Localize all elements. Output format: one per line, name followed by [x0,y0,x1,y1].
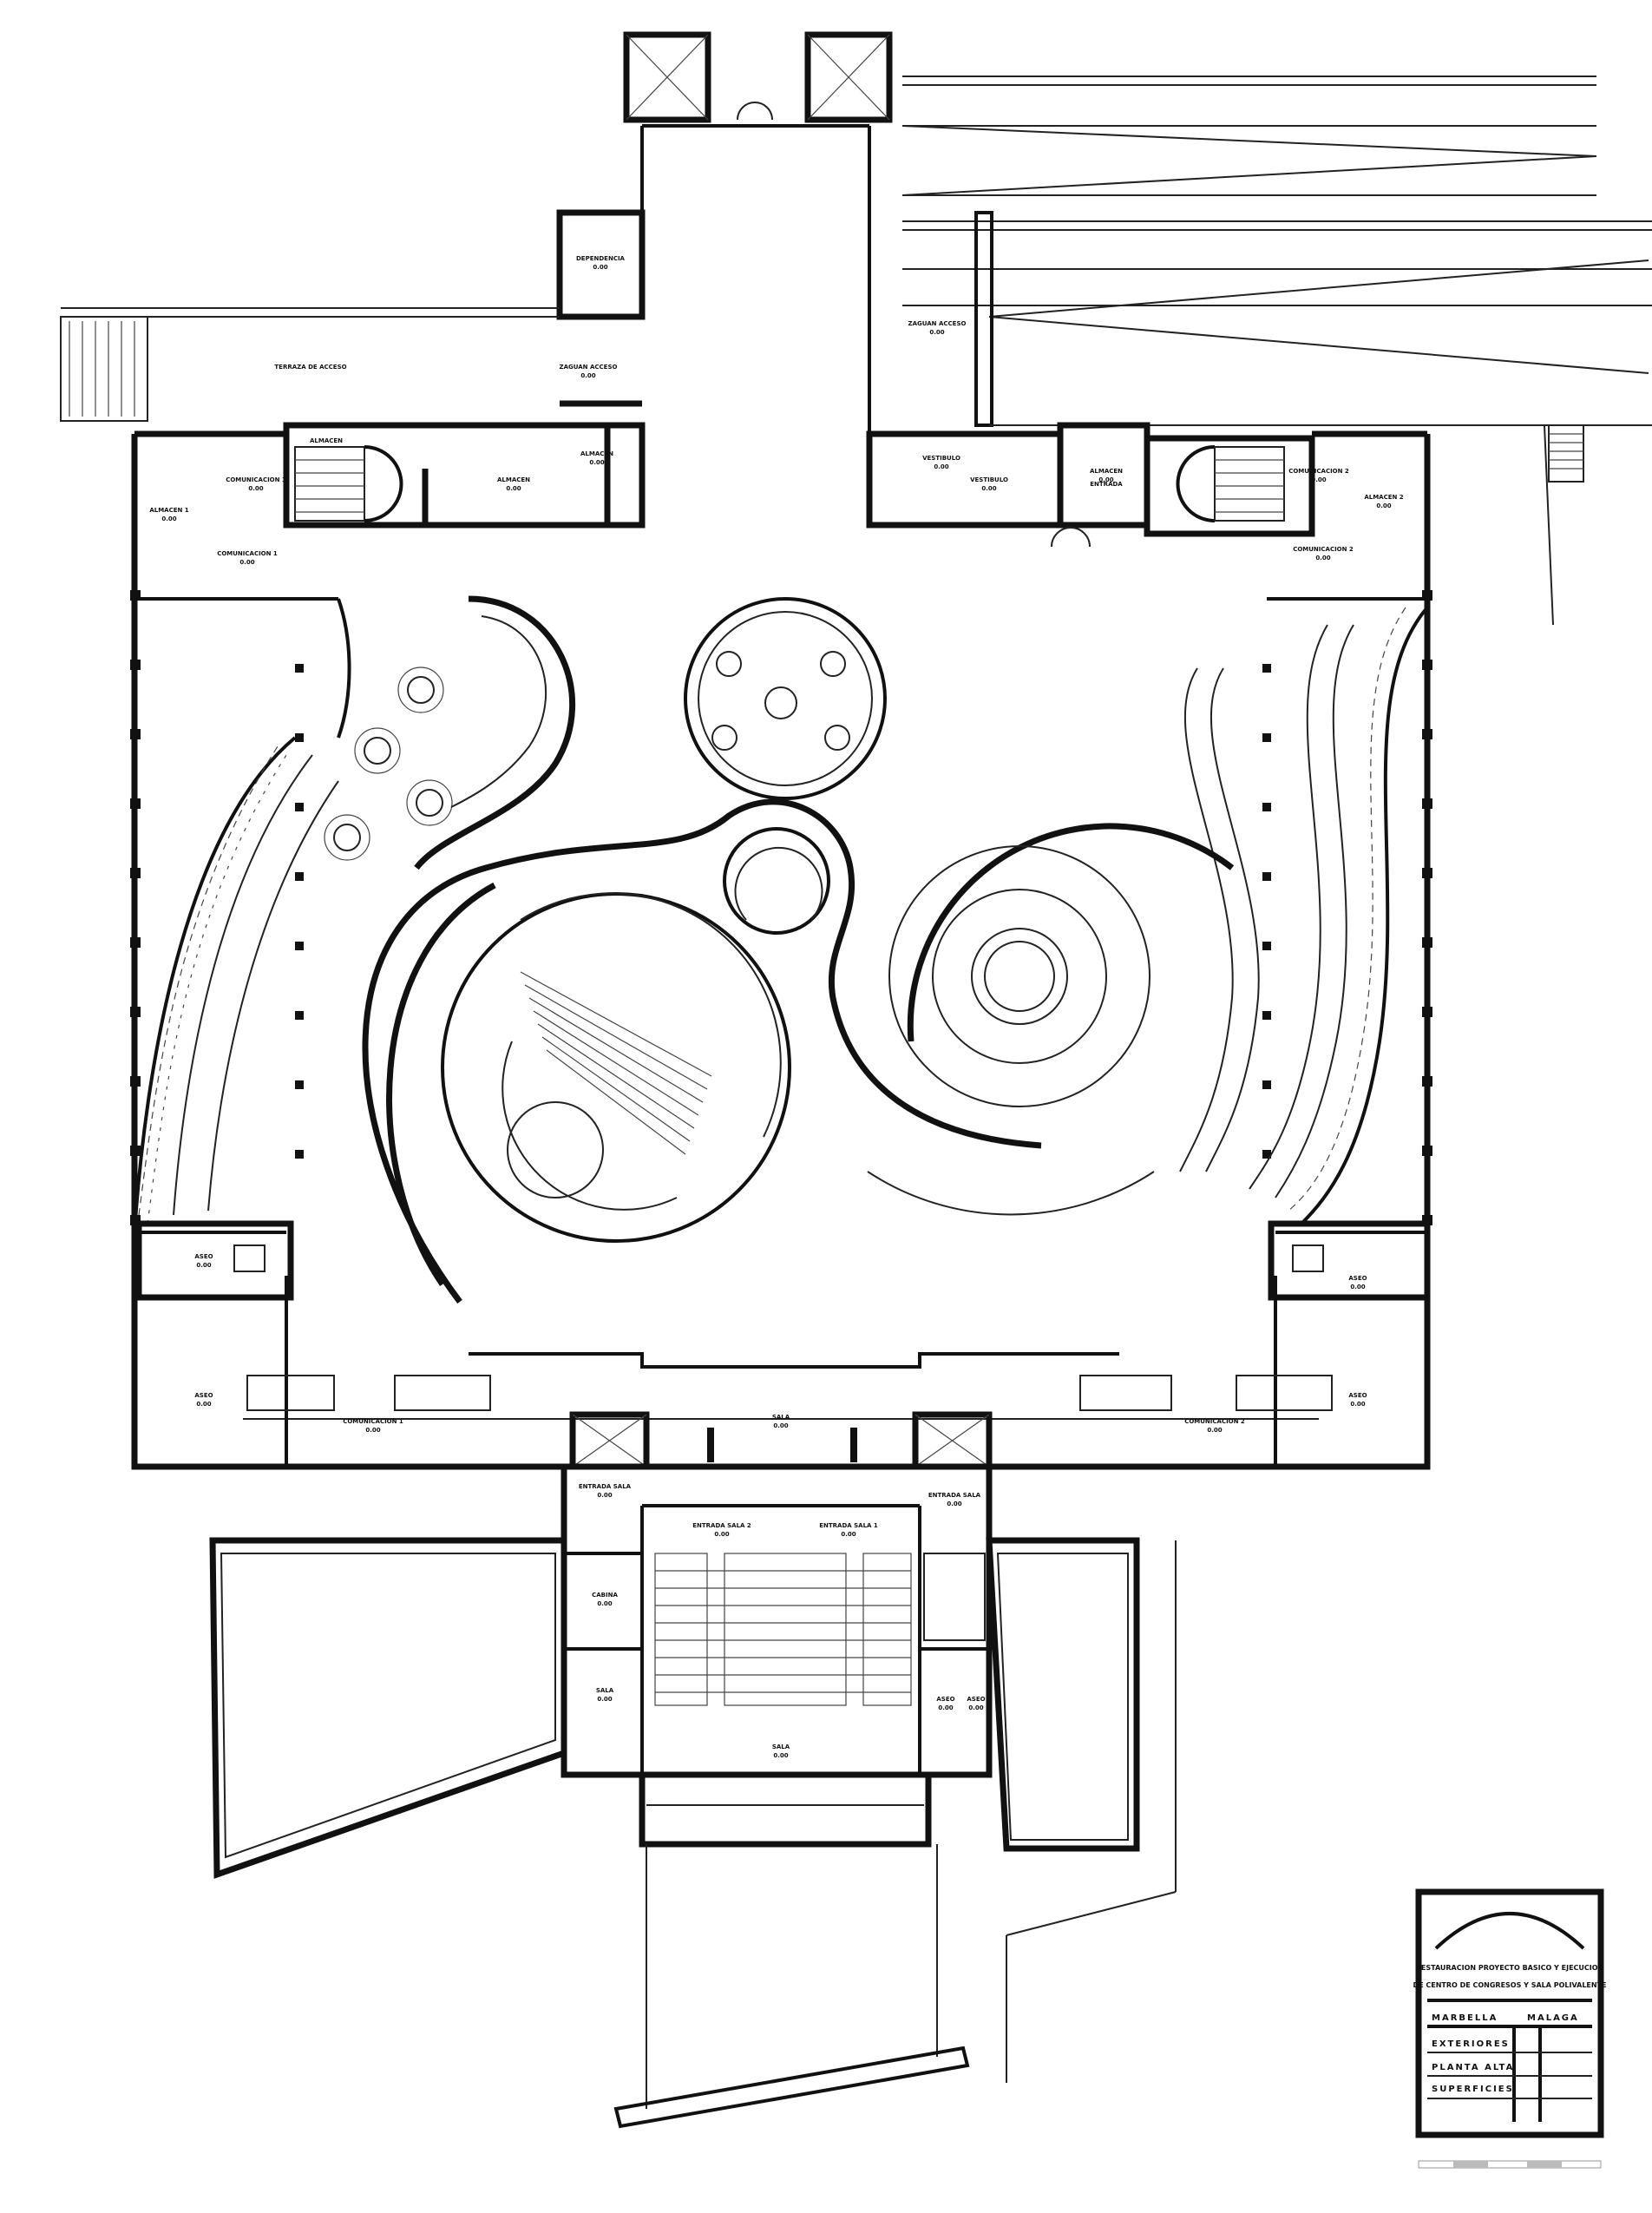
room-label: COMUNICACION 1 [217,550,278,557]
room-label: ENTRADA SALA 2 [692,1522,751,1529]
room-label: SALA [772,1743,790,1750]
room-area: 0.00 [580,372,595,379]
central-flowing-wall [362,798,1042,1304]
room-label: ENTRADA SALA [928,1492,981,1499]
room-area: 0.00 [1376,502,1391,509]
room-label: ENTRADA SALA [579,1483,632,1490]
room-area: 0.00 [593,264,607,271]
title-block: RESTAURACION PROYECTO BASICO Y EJECUCION… [1413,1888,1607,2138]
room-area: 0.00 [506,485,521,492]
room-label: ALMACEN [1090,468,1123,475]
room-label: VESTIBULO [922,455,960,462]
room-area: 0.00 [968,1704,983,1711]
left-garden [133,598,351,1233]
room-label: ZAGUAN ACCESO [908,320,967,327]
room-area: 0.00 [1098,476,1113,483]
room-area: 0.00 [934,463,948,470]
room-label: ASEO [936,1696,954,1703]
room-label: TERRAZA DE ACCESO [274,364,346,371]
title-block-city-right: MALAGA [1527,2013,1579,2023]
title-block-city-left: MARBELLA [1432,2013,1498,2023]
cafe-tables [324,667,453,861]
room-label: ALMACEN [497,476,530,483]
right-garden [1179,606,1429,1225]
room-label: ASEO [1348,1392,1367,1399]
title-block-line2: DE CENTRO DE CONGRESOS Y SALA POLIVALENT… [1413,1981,1606,1989]
room-area: 0.00 [597,1600,612,1607]
room-area: 0.00 [365,1427,380,1434]
room-label: SALA [596,1687,614,1694]
room-label: ZAGUAN ACCESO [560,364,618,371]
crescent-bar [414,595,576,870]
room-area: 0.00 [981,485,996,492]
room-labels: DEPENDENCIA 0.00 TERRAZA DE ACCESO ZAGUA… [149,255,1403,1759]
room-label: ALMACEN [310,437,343,444]
room-label: CABINA [592,1592,618,1599]
room-area: 0.00 [929,329,944,336]
room-area: 0.00 [1350,1401,1365,1408]
title-block-row1: EXTERIORES [1432,2039,1510,2049]
room-label: ASEO [1348,1275,1367,1282]
north-entrance [623,31,1652,626]
room-label: COMUNICACION 2 [1288,468,1349,475]
room-area: 0.00 [1350,1284,1365,1290]
room-area: 0.00 [239,559,254,566]
title-block-row3: SUPERFICIES [1432,2085,1514,2094]
room-area: 0.00 [841,1531,856,1538]
south-wedges [209,1537,1177,2129]
main-hall-walls [131,430,1431,1470]
room-label: COMUNICACION 2 [1293,546,1354,553]
rotunda [867,823,1235,1216]
room-label: SALA [772,1414,790,1421]
title-block-line1: RESTAURACION PROYECTO BASICO Y EJECUCION [1416,1964,1604,1972]
perimeter-columns [130,590,1432,1462]
room-area: 0.00 [773,1422,788,1429]
room-area: 0.00 [938,1704,953,1711]
room-area: 0.00 [597,1696,612,1703]
scale-bar [1418,2160,1602,2169]
cinema-seating [654,1553,912,1706]
room-label: ENTRADA [1090,481,1123,488]
cinema-block [560,1463,993,1848]
title-block-row2: PLANTA ALTA [1432,2063,1514,2072]
room-label: ASEO [194,1253,213,1260]
room-label: COMUNICACION 1 [226,476,286,483]
room-label: ENTRADA SALA 1 [819,1522,878,1529]
room-label: COMUNICACION 1 [343,1418,403,1425]
room-label: COMUNICACION 2 [1184,1418,1245,1425]
room-area: 0.00 [597,1492,612,1499]
room-area: 0.00 [1207,1427,1222,1434]
room-area: 0.00 [1311,476,1326,483]
room-area: 0.00 [589,459,604,466]
room-label: ASEO [967,1696,985,1703]
upper-right-wing [866,422,1584,548]
room-label: VESTIBULO [970,476,1008,483]
room-area: 0.00 [196,1262,211,1269]
room-area: 0.00 [248,485,263,492]
round-pavilion [684,597,887,800]
room-area: 0.00 [773,1752,788,1759]
round-auditorium [441,892,791,1243]
lower-lobby [135,1220,1431,1470]
room-label: ALMACEN 2 [1364,494,1403,501]
room-label: DEPENDENCIA [576,255,626,262]
room-label: ALMACEN [580,450,613,457]
room-area: 0.00 [196,1401,211,1408]
room-area: 0.00 [161,515,176,522]
room-label: ALMACEN 1 [149,507,188,514]
room-label: ASEO [194,1392,213,1399]
room-area: 0.00 [1315,555,1330,561]
room-area: 0.00 [947,1501,961,1507]
upper-left-wing [60,209,646,529]
room-area: 0.00 [714,1531,729,1538]
